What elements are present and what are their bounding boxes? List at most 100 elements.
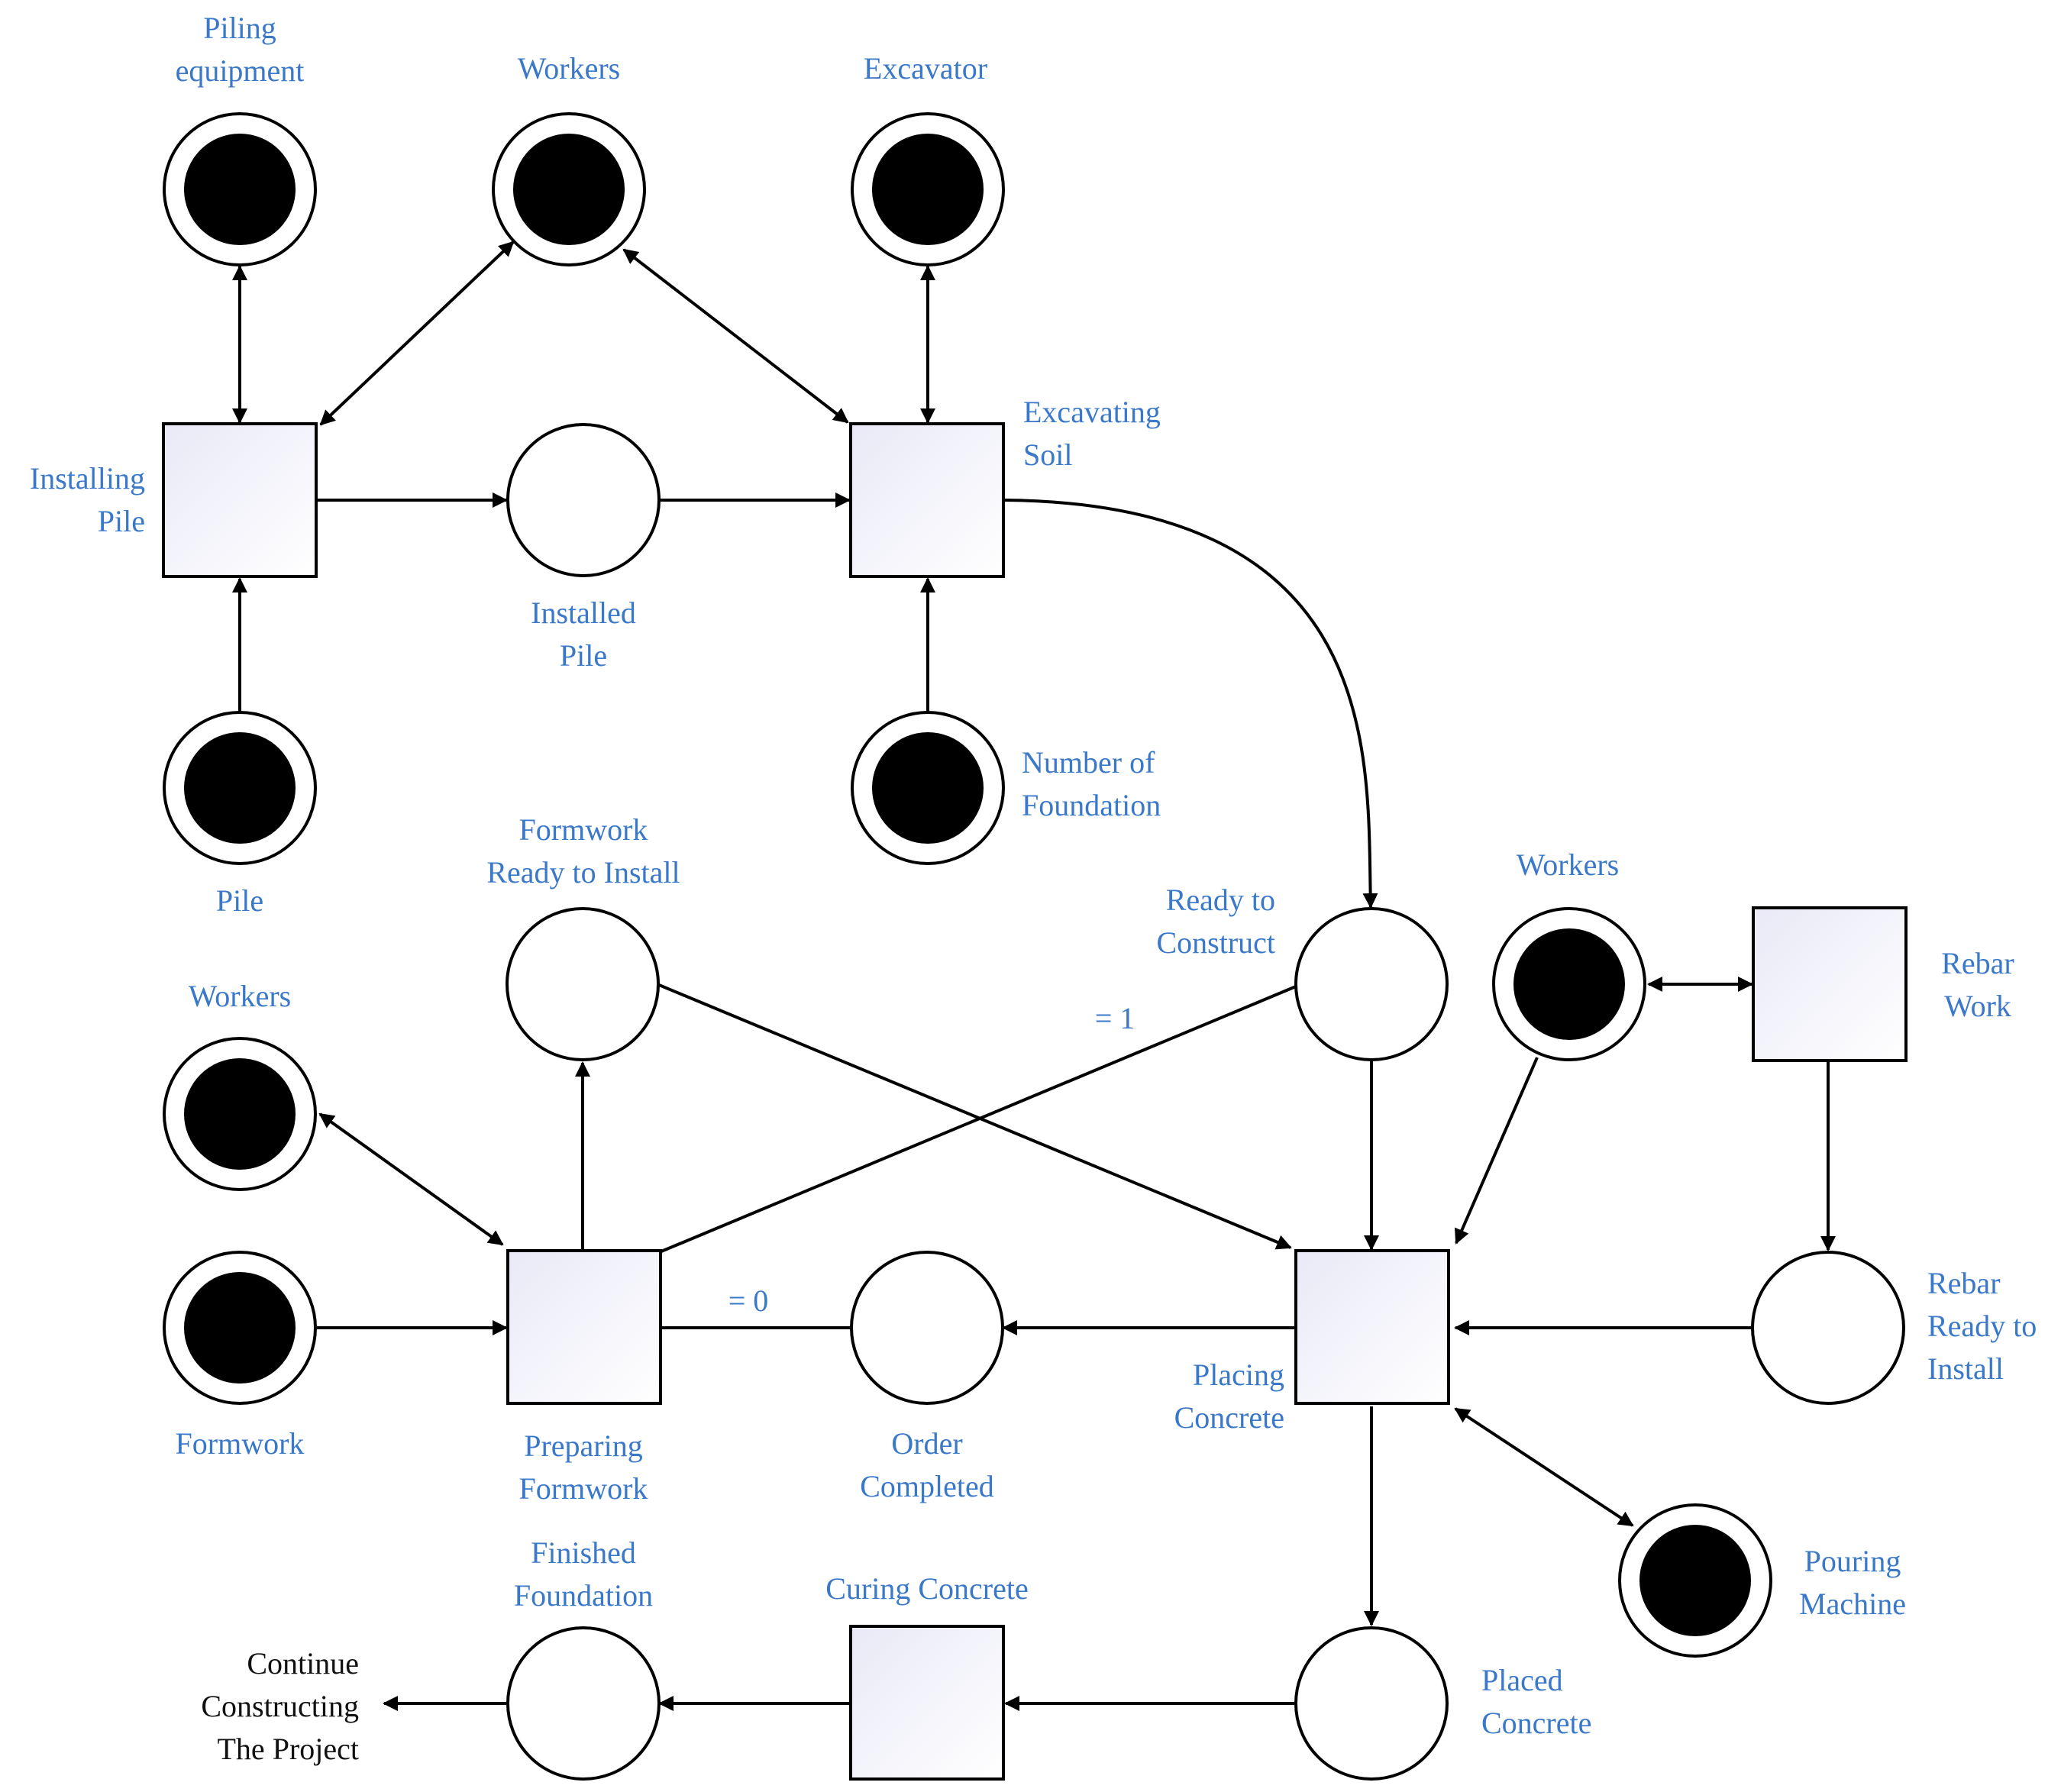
place-workers-left [163, 1037, 317, 1191]
guard-equals-zero: = 0 [728, 1283, 769, 1318]
label-workers-right: Workers [1517, 848, 1620, 882]
label-line: Ready to Install [486, 855, 680, 890]
label-line: The Project [218, 1732, 360, 1766]
label-line: Construct [1156, 925, 1275, 960]
label-line: Ready to [1166, 883, 1275, 917]
place-placed-concrete [1294, 1626, 1449, 1781]
label-line: Formwork [519, 812, 648, 847]
label-line: Workers [1517, 848, 1620, 882]
label-line: Foundation [514, 1578, 653, 1613]
token-icon [1639, 1525, 1751, 1636]
token-icon [872, 134, 984, 245]
label-line: Machine [1799, 1587, 1906, 1621]
label-line: Completed [860, 1469, 994, 1503]
label-line: Soil [1023, 438, 1072, 472]
label-line: equipment [176, 53, 305, 88]
label-line: Concrete [1174, 1400, 1284, 1435]
arc-formwork-ready-placing-concrete [658, 983, 1292, 1250]
transition-rebar-work [1752, 906, 1908, 1062]
label-workers-top: Workers [518, 51, 621, 86]
label-line: Pile [560, 638, 607, 673]
label-line: Pouring [1804, 1544, 1901, 1578]
place-pile [163, 711, 317, 865]
place-number-of-foundation [851, 711, 1005, 865]
token-icon [184, 1058, 296, 1170]
transition-preparing-formwork [506, 1249, 662, 1405]
label-line: Pile [98, 504, 145, 538]
label-line: Install [1927, 1351, 2004, 1386]
label-ready-to-construct: Ready to Construct [1156, 883, 1275, 960]
place-excavator [851, 112, 1005, 266]
token-icon [184, 732, 296, 844]
label-pile: Pile [216, 883, 263, 918]
label-line: Constructing [201, 1689, 359, 1723]
place-rebar-ready [1751, 1251, 1905, 1405]
label-line: Excavator [864, 51, 987, 86]
place-ready-to-construct [1294, 907, 1449, 1061]
label-line: Rebar [1941, 946, 2014, 980]
transition-excavating-soil [849, 422, 1005, 578]
label-piling-equipment: Piling equipment [176, 11, 305, 88]
label-line: Excavating [1023, 395, 1161, 429]
transition-installing-pile [162, 422, 318, 578]
label-line: Ready to [1927, 1309, 2037, 1343]
label-line: Finished [531, 1535, 636, 1570]
label-line: Workers [518, 51, 621, 86]
place-workers-right [1492, 907, 1646, 1061]
label-line: Installing [30, 461, 145, 496]
label-curing-concrete: Curing Concrete [825, 1571, 1029, 1606]
place-formwork [163, 1251, 317, 1405]
label-line: Formwork [176, 1426, 305, 1461]
label-line: Installed [531, 596, 636, 630]
place-finished-foundation [506, 1626, 661, 1781]
token-icon [184, 134, 296, 245]
label-line: Concrete [1481, 1706, 1591, 1740]
label-line: Foundation [1022, 788, 1161, 822]
label-line: Piling [203, 11, 276, 45]
arc-workers-left-preparing-formwork [318, 1112, 504, 1246]
token-icon [1513, 928, 1625, 1040]
label-line: Formwork [519, 1471, 648, 1506]
place-order-completed [850, 1251, 1004, 1405]
arc-workers-excavating-soil [622, 248, 849, 424]
label-line: Placing [1193, 1358, 1284, 1392]
arc-workers-right-placing-concrete [1455, 1057, 1539, 1245]
place-formwork-ready [506, 907, 660, 1061]
label-line: Curing Concrete [825, 1571, 1029, 1606]
arc-preparing-formwork-ready-to-construct [661, 985, 1297, 1253]
label-excavator: Excavator [864, 51, 987, 86]
label-line: Work [1944, 989, 2011, 1023]
transition-curing-concrete [849, 1625, 1005, 1781]
token-icon [513, 134, 625, 245]
guard-equals-one: = 1 [1095, 1001, 1135, 1035]
arc-workers-installing-pile [319, 241, 515, 426]
label-workers-left: Workers [189, 979, 292, 1013]
label-line: Preparing [524, 1429, 643, 1463]
label-line: Placed [1481, 1663, 1563, 1697]
label-line: Continue [247, 1646, 359, 1681]
label-line: Workers [189, 979, 292, 1013]
place-installed-pile [506, 423, 661, 577]
place-workers-top [492, 112, 646, 266]
label-line: Pile [216, 883, 263, 918]
token-icon [872, 732, 984, 844]
label-formwork: Formwork [176, 1426, 305, 1461]
place-pouring-machine [1618, 1503, 1772, 1658]
arc-excavating-soil-ready-to-construct [1004, 499, 1378, 909]
label-line: Order [891, 1426, 962, 1461]
arc-placing-concrete-pouring-machine [1454, 1407, 1634, 1527]
